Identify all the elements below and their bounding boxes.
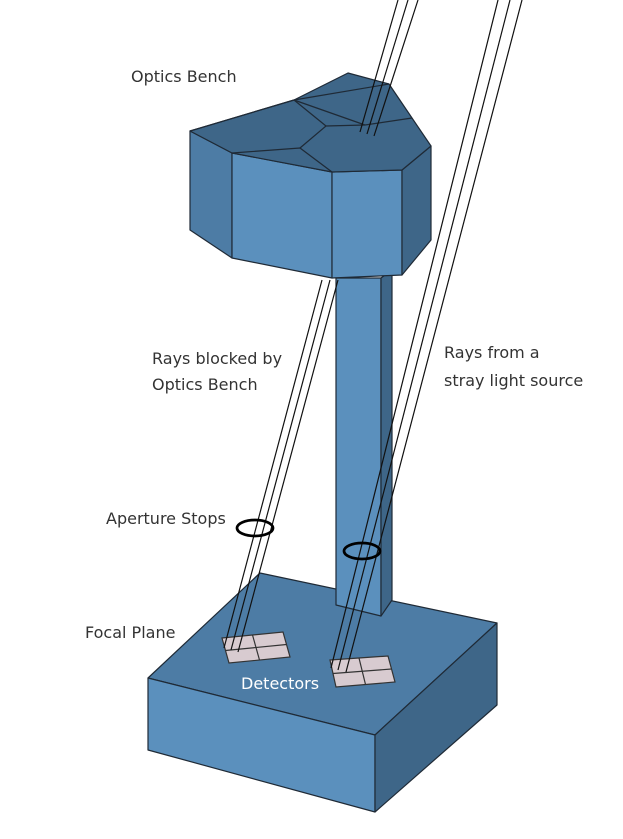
pillar-side-face: [380, 269, 393, 617]
label-rays-blocked-line2: Optics Bench: [152, 375, 258, 394]
pillar: [335, 269, 393, 617]
label-rays-blocked-line1: Rays blocked by: [152, 349, 282, 368]
label-rays-stray-line2: stray light source: [444, 371, 583, 390]
bench-facet-lines-3: [299, 117, 413, 149]
blocked-rays-bottom: [223, 279, 339, 653]
base-side-face: [374, 622, 498, 813]
bench-facet-lines-6: [293, 99, 366, 126]
optics-bench: [189, 72, 432, 279]
label-focal-plane: Focal Plane: [85, 623, 175, 642]
bench-front-face: [231, 152, 333, 279]
bench-facet-lines-4: [293, 99, 327, 127]
aperture-stop-left: [235, 518, 275, 538]
label-aperture-stops: Aperture Stops: [106, 509, 226, 528]
label-rays-stray-line1: Rays from a: [444, 343, 540, 362]
bench-top-face: [189, 72, 432, 173]
label-detectors: Detectors: [241, 674, 319, 693]
aperture-stop-right: [342, 541, 382, 561]
bench-front2-face: [331, 169, 403, 279]
base-block: [147, 572, 498, 813]
detector-left: [221, 631, 291, 664]
bench-facet-lines: [189, 99, 295, 132]
blocked-rays-top: [359, 0, 419, 137]
label-optics-bench: Optics Bench: [131, 67, 237, 86]
detector-right: [329, 655, 396, 688]
